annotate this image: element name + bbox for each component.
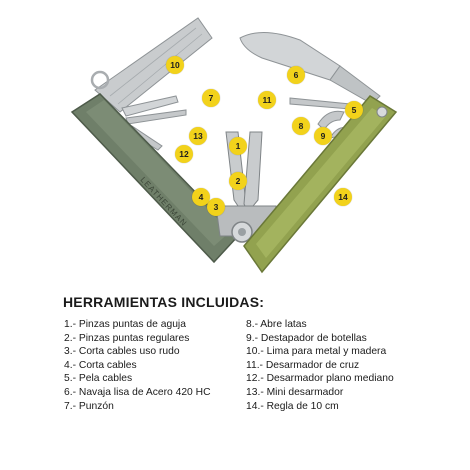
callout-8: 8 bbox=[292, 117, 310, 135]
tool-item: 10.- Lima para metal y madera bbox=[246, 346, 387, 358]
callout-12: 12 bbox=[175, 145, 193, 163]
tool-item: 8.- Abre latas bbox=[246, 319, 307, 330]
callout-11: 11 bbox=[258, 91, 276, 109]
tool-list-left: 1.- Pinzas puntas de aguja 2.- Pinzas pu… bbox=[64, 318, 211, 413]
multitool-illustration: LEATHERMAN bbox=[70, 17, 398, 274]
tool-item: 9.- Destapador de botellas bbox=[246, 332, 367, 344]
tool-item: 11.- Desarmador de cruz bbox=[246, 359, 360, 371]
tool-item: 13.- Mini desarmador bbox=[246, 386, 344, 398]
tool-item: 1.- Pinzas puntas de aguja bbox=[64, 319, 186, 330]
tools-heading: HERRAMIENTAS INCLUIDAS: bbox=[63, 294, 265, 310]
tool-item: 14.- Regla de 10 cm bbox=[246, 400, 339, 412]
callout-9: 9 bbox=[314, 127, 332, 145]
tool-list-right: 8.- Abre latas 9.- Destapador de botella… bbox=[246, 318, 394, 413]
tool-item: 7.- Punzón bbox=[64, 400, 114, 412]
callout-14: 14 bbox=[334, 188, 352, 206]
knife-blade bbox=[239, 32, 381, 105]
callout-13: 13 bbox=[189, 127, 207, 145]
callout-1: 1 bbox=[229, 137, 247, 155]
tool-item: 12.- Desarmador plano mediano bbox=[246, 373, 394, 385]
callout-2: 2 bbox=[229, 172, 247, 190]
callout-3: 3 bbox=[207, 198, 225, 216]
file-tool bbox=[90, 17, 213, 113]
callout-7: 7 bbox=[202, 89, 220, 107]
tool-item: 6.- Navaja lisa de Acero 420 HC bbox=[64, 386, 211, 398]
callout-4: 4 bbox=[192, 188, 210, 206]
right-handle bbox=[243, 95, 398, 274]
tool-item: 4.- Corta cables bbox=[64, 359, 137, 371]
callout-10: 10 bbox=[166, 56, 184, 74]
tool-item: 3.- Corta cables uso rudo bbox=[64, 346, 180, 358]
callout-6: 6 bbox=[287, 66, 305, 84]
callout-5: 5 bbox=[345, 101, 363, 119]
tool-item: 2.- Pinzas puntas regulares bbox=[64, 332, 190, 344]
tool-item: 5.- Pela cables bbox=[64, 373, 133, 385]
